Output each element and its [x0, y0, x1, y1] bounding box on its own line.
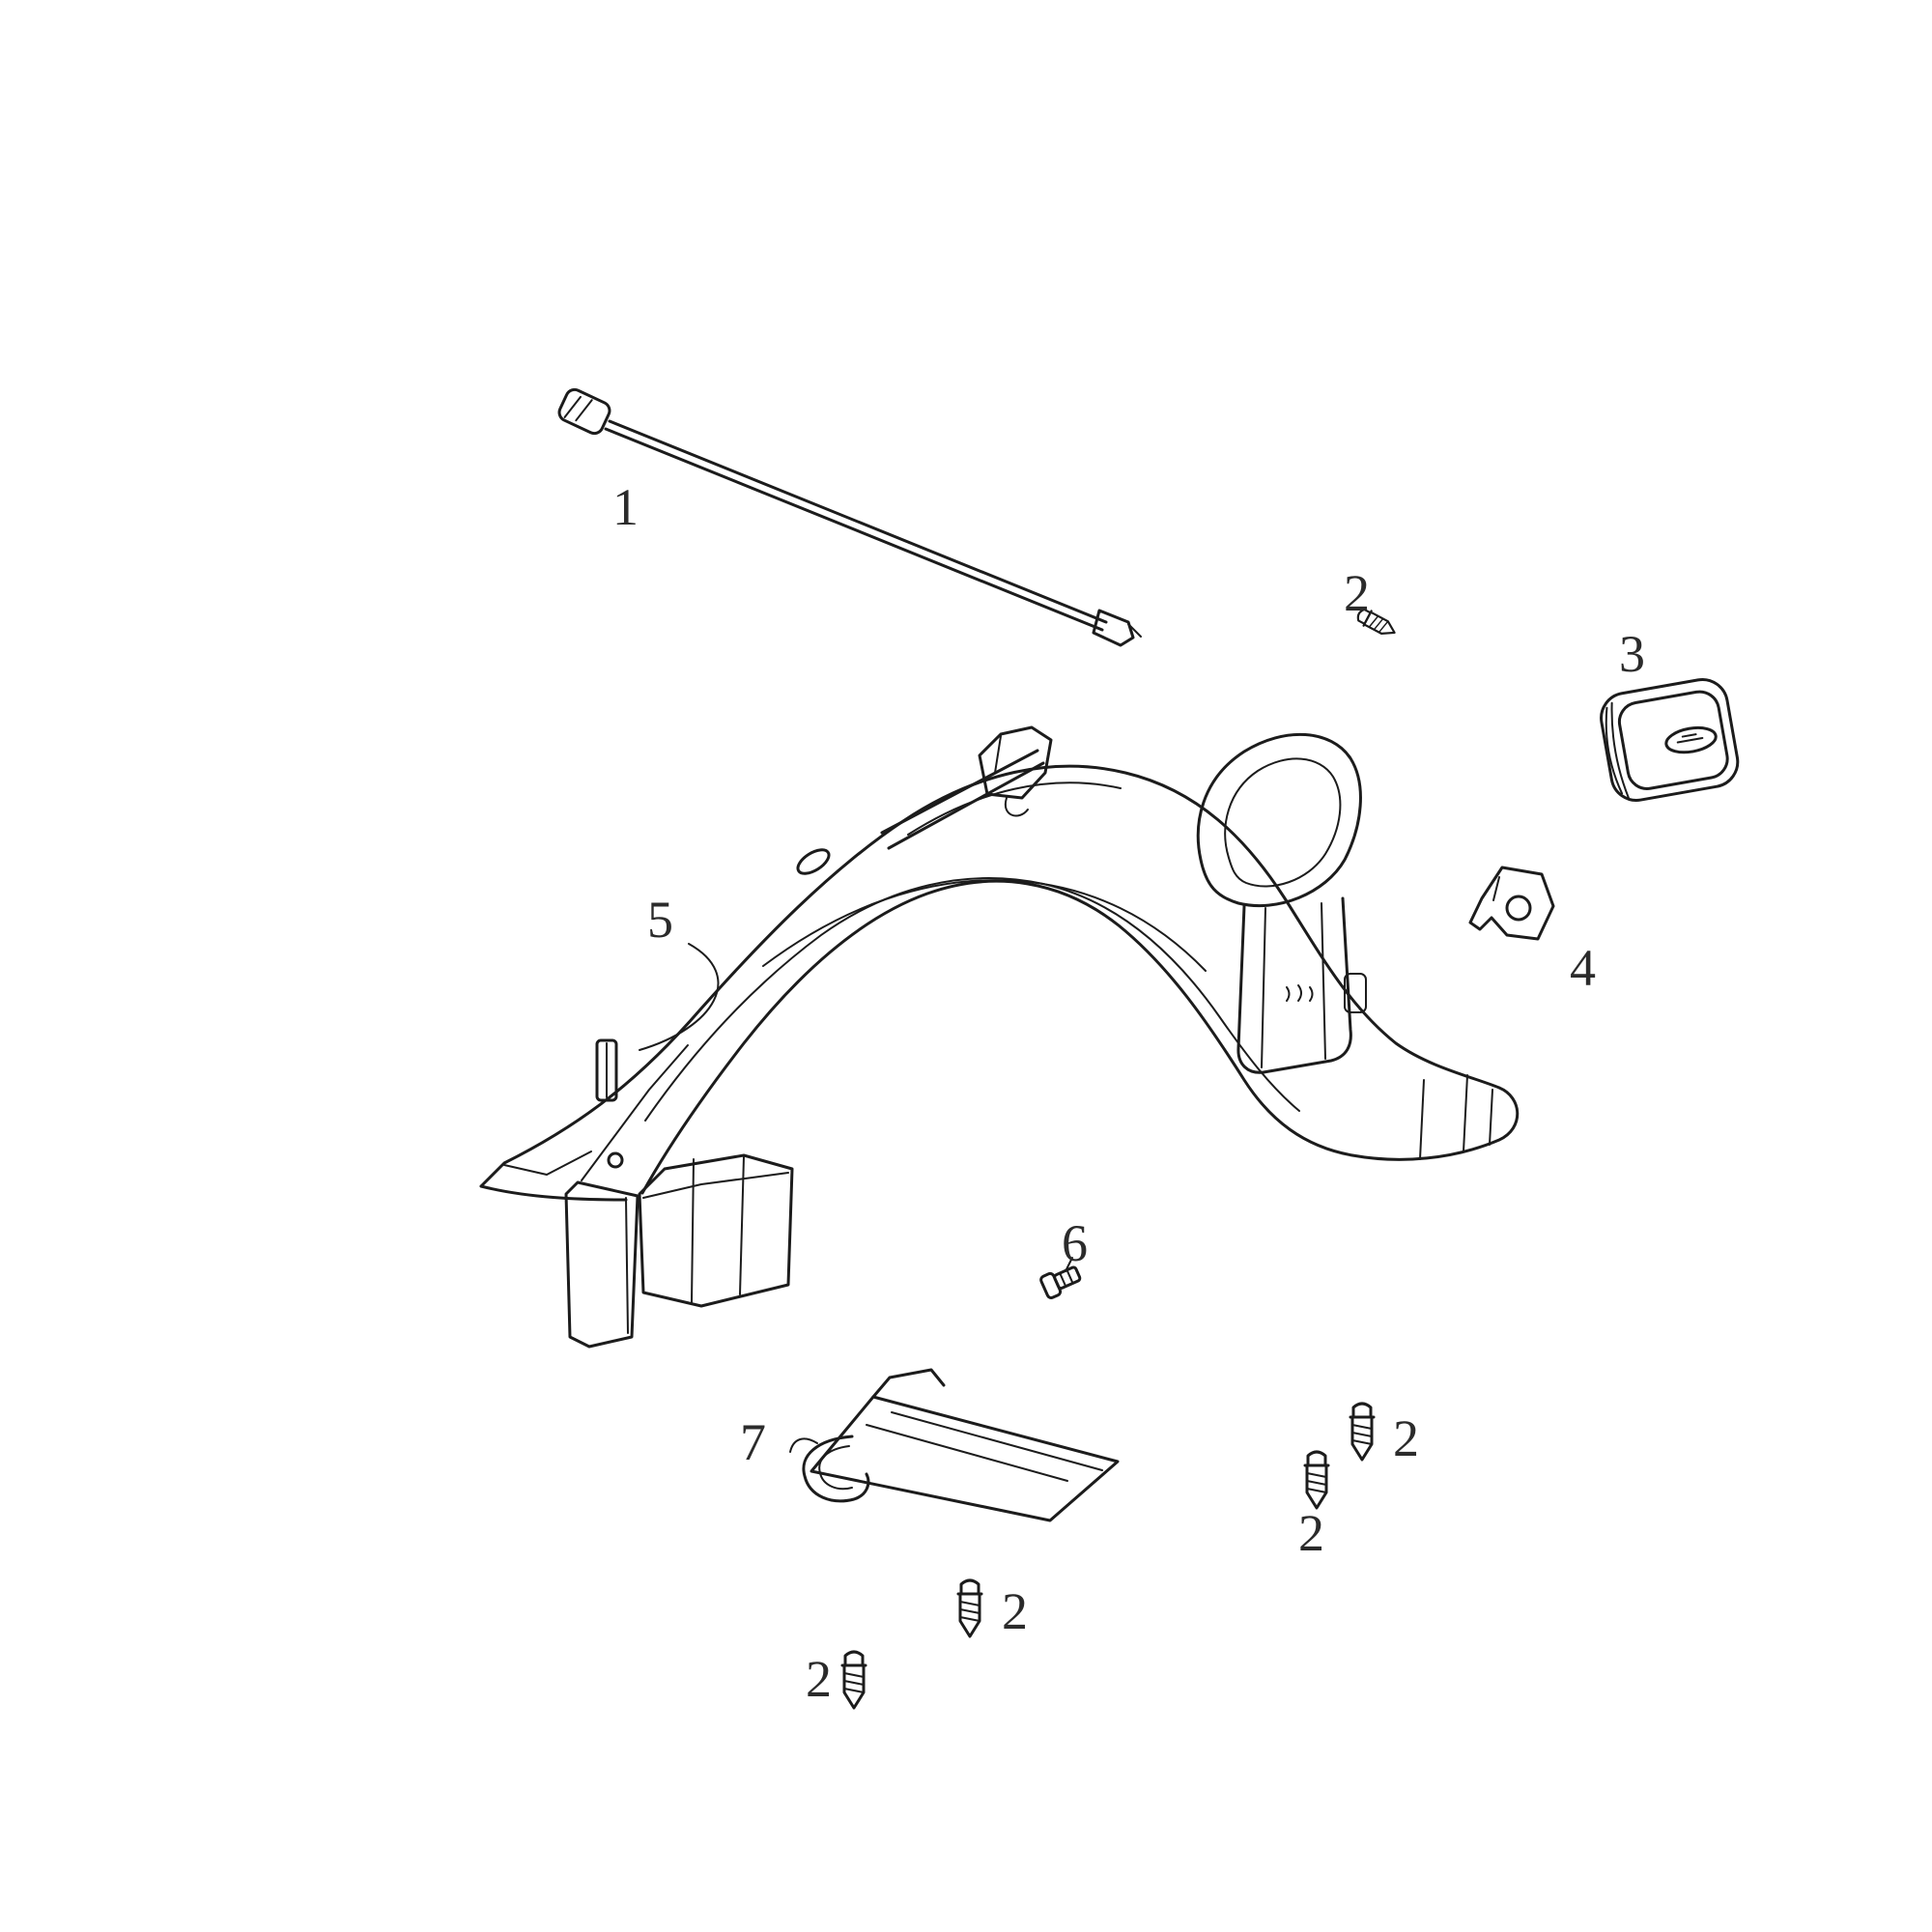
part-3-reflector [1600, 677, 1740, 802]
part-label-2e: 2 [806, 1650, 832, 1708]
part-6-bolt [1039, 1257, 1082, 1299]
part-2-screw-2 [1303, 1450, 1330, 1510]
part-label-6: 6 [1062, 1214, 1088, 1272]
part-label-2b: 2 [1393, 1409, 1419, 1467]
part-7-mounting-plate [789, 1368, 1120, 1522]
part-label-3: 3 [1619, 625, 1645, 683]
label-5-leader-line [639, 943, 720, 1051]
part-label-7: 7 [740, 1413, 766, 1471]
part-label-4: 4 [1570, 939, 1596, 997]
part-label-2d: 2 [1002, 1582, 1028, 1640]
part-2-screw-3 [956, 1578, 983, 1638]
part-label-2a: 2 [1344, 564, 1370, 622]
part-1-rod [557, 387, 1142, 647]
part-2-screw-4 [840, 1650, 867, 1710]
part-4-bracket [1468, 866, 1555, 941]
part-label-1: 1 [612, 478, 639, 536]
part-label-2c: 2 [1298, 1504, 1324, 1562]
part-label-5: 5 [647, 891, 673, 949]
part-5-fender-assembly [479, 725, 1520, 1349]
part-2-screw-1 [1349, 1402, 1376, 1462]
